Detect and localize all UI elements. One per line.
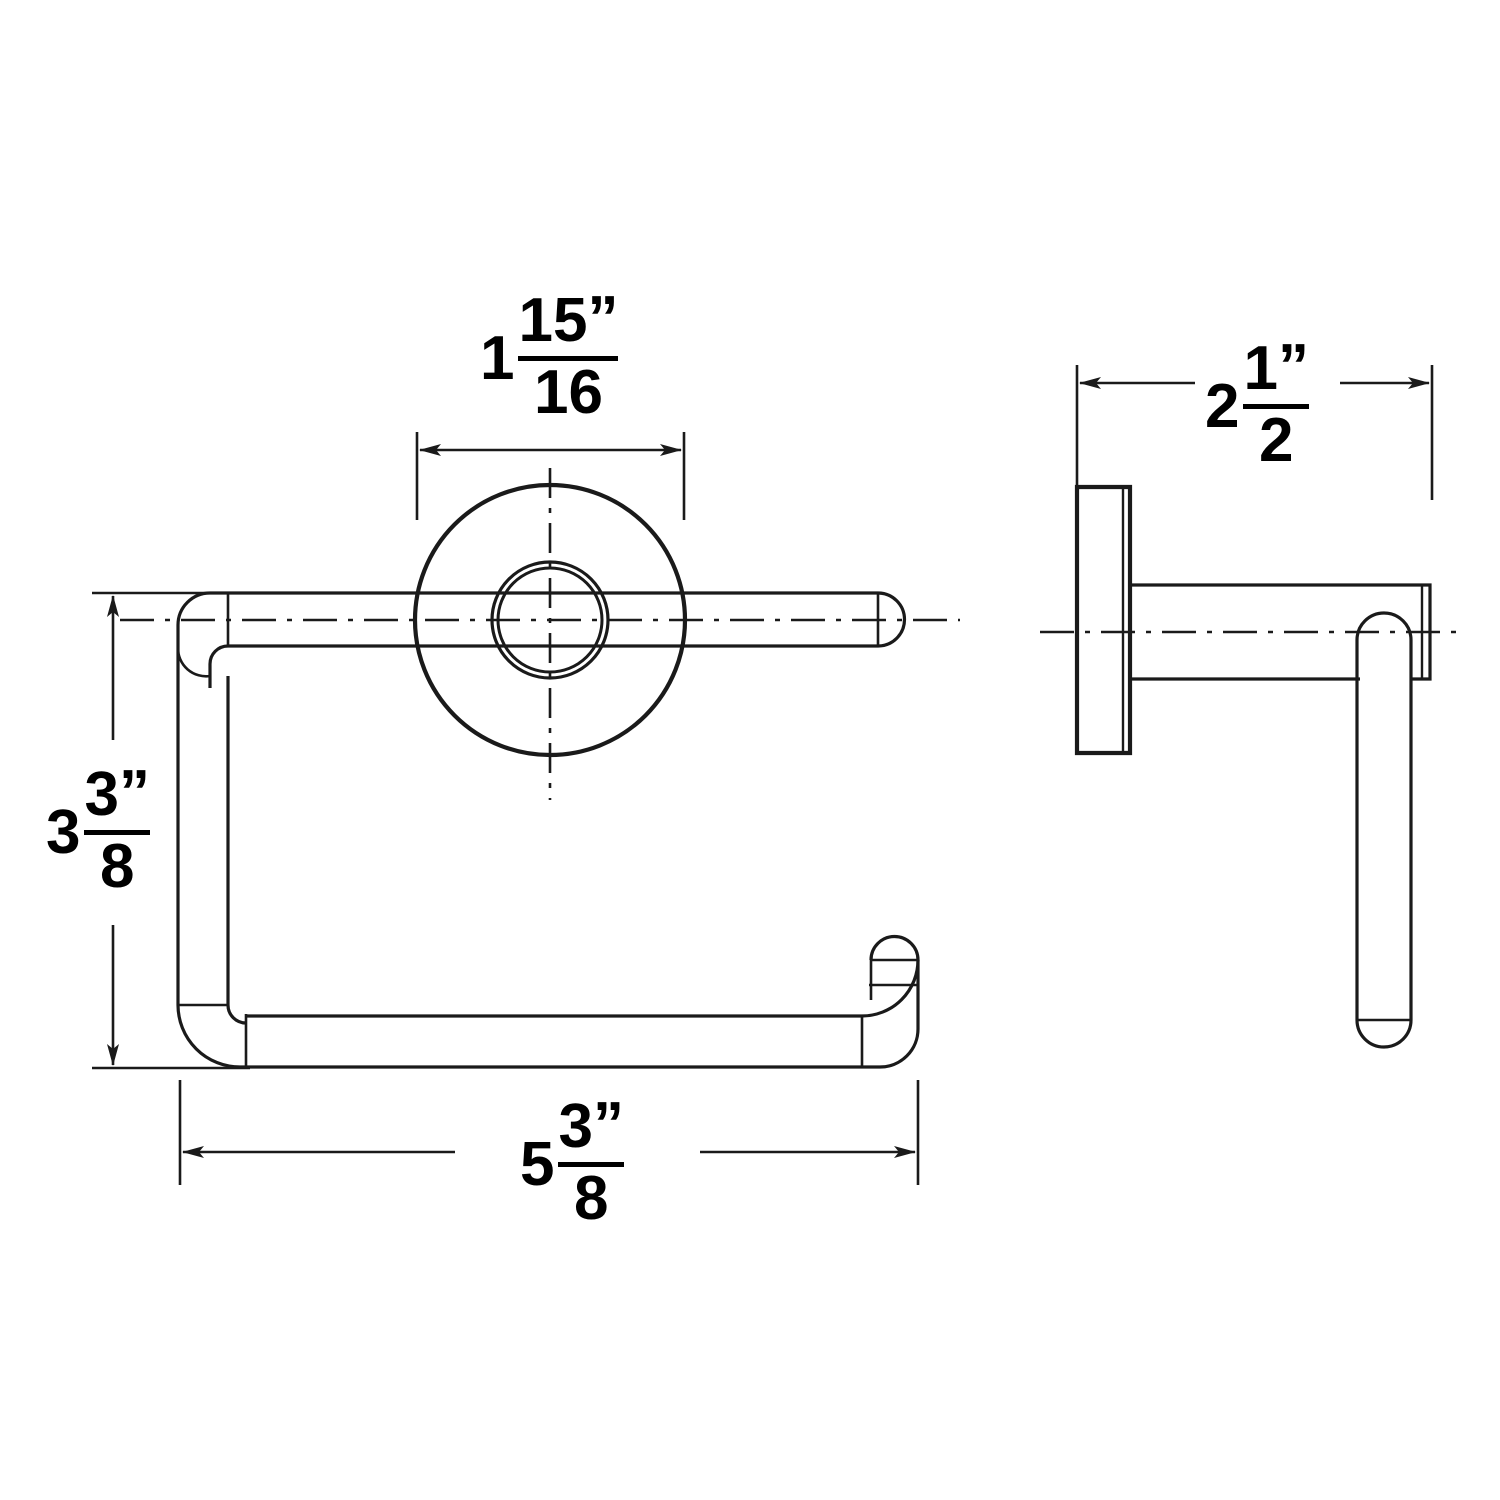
dim-bottom-inch-mark: ” <box>592 1090 624 1159</box>
dimension-label-overall-projection: 2 1” 2 <box>1205 332 1309 475</box>
bottom-right-elbow-outer <box>862 960 920 1069</box>
side-view-geometry <box>1040 484 1460 1049</box>
dim-bottom-fraction: 3” 8 <box>558 1090 624 1233</box>
top-left-elbow-inner <box>208 644 229 688</box>
dim-right-numerator: 1” <box>1243 332 1309 403</box>
end-cap-dome <box>869 934 920 961</box>
dim-left-denominator: 8 <box>99 831 135 901</box>
top-left-elbow-seam <box>176 647 211 678</box>
dim-right-inch-mark: ” <box>1277 332 1309 401</box>
dimension-right <box>1075 365 1434 500</box>
top-arm-end-cap <box>877 591 907 648</box>
dim-left-whole: 3 <box>46 798 81 868</box>
dim-right-whole: 2 <box>1205 372 1240 442</box>
wall-plate-body <box>1074 484 1133 756</box>
dim-left-fraction-bar <box>84 829 150 835</box>
dimension-label-overall-width: 5 3” 8 <box>520 1090 624 1233</box>
bottom-left-elbow-inner <box>226 1004 247 1025</box>
drop-bar-bottom-dome <box>1355 1019 1413 1049</box>
dim-top-inch-mark: ” <box>587 284 619 353</box>
dim-top-whole: 1 <box>480 324 515 394</box>
dimension-label-flange-diameter: 1 15” 16 <box>480 284 619 427</box>
dimension-left <box>92 591 250 1070</box>
bottom-left-elbow-outer <box>176 1004 241 1069</box>
dim-bottom-whole: 5 <box>520 1130 555 1200</box>
dim-right-fraction-bar <box>1243 403 1309 409</box>
dim-top-denominator: 16 <box>533 357 603 427</box>
dim-top-fraction-bar <box>518 355 619 361</box>
dim-top-numerator: 15” <box>518 284 619 355</box>
dim-bottom-denominator: 8 <box>573 1163 609 1233</box>
dim-bottom-numerator: 3” <box>558 1090 624 1161</box>
dim-left-numerator: 3” <box>84 758 150 829</box>
dimension-bottom <box>178 1080 920 1185</box>
dim-top-fraction: 15” 16 <box>518 284 619 427</box>
dimension-label-overall-height: 3 3” 8 <box>46 758 150 901</box>
drop-bar-top-dome <box>1355 611 1413 641</box>
dim-left-fraction: 3” 8 <box>84 758 150 901</box>
dimension-top <box>415 432 686 520</box>
front-view-geometry <box>120 468 960 1069</box>
dim-bottom-fraction-bar <box>558 1161 624 1167</box>
dim-left-inch-mark: ” <box>118 758 150 827</box>
dim-right-denominator: 2 <box>1258 405 1294 475</box>
dim-right-fraction: 1” 2 <box>1243 332 1309 475</box>
